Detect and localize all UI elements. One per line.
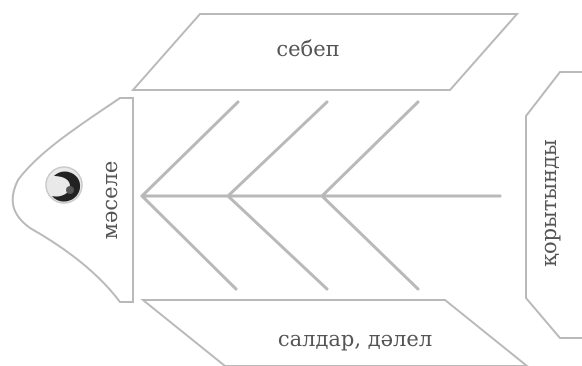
- rib-lower-3: [322, 196, 418, 289]
- rib-upper-3: [322, 102, 418, 196]
- rib-lower-2: [228, 196, 327, 289]
- rib-upper-1: [142, 102, 238, 196]
- rib-upper-2: [228, 102, 327, 196]
- tail-conclusion-label: қорытынды: [537, 139, 561, 267]
- rib-lower-1: [142, 196, 236, 289]
- fish-eye-icon: [46, 167, 82, 203]
- head-problem-label: мәселе: [98, 161, 122, 240]
- bottom-effect-label: салдар, дәлел: [278, 327, 432, 351]
- top-cause-label: себеп: [276, 37, 339, 61]
